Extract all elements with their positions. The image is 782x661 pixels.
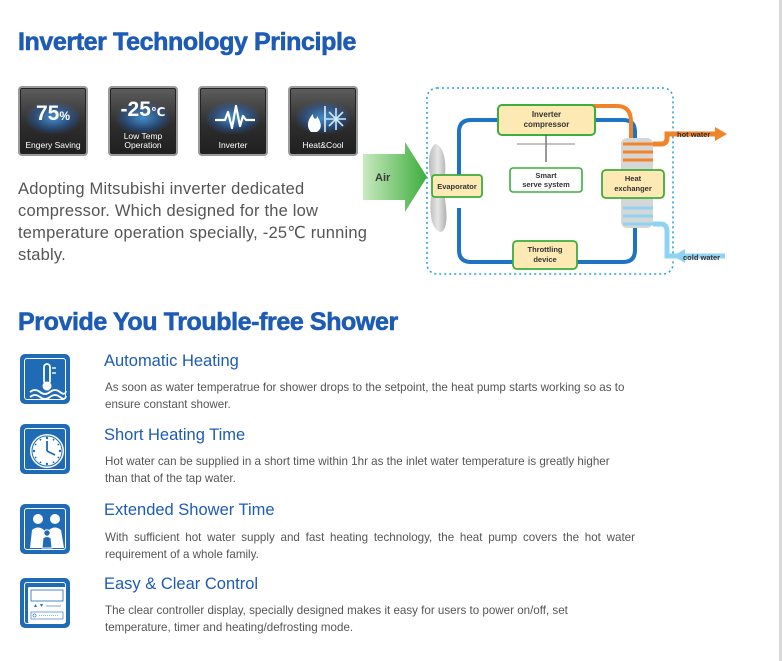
clock-icon [30,434,64,468]
hot-water-label: hot water [677,130,710,139]
cold-coil-lines [623,206,653,226]
water-temperature-icon [29,363,67,400]
feature-icon-extended-shower [20,504,70,554]
cold-water-arrowhead [673,249,685,263]
feature-icon-short-heating [20,424,70,474]
tile-glow [296,102,350,134]
throttling-label-2: device [533,255,556,264]
feature-text: As soon as water temperatrue for shower … [105,381,625,411]
heat-pump-diagram: Air Inverter compressor Smart serve syst… [363,87,727,275]
feature-text: Hot water can be supplied in a short tim… [105,455,610,485]
feature-title: Automatic Heating [104,352,239,370]
tile-low-temp: -25℃ Low Temp Operation [108,86,178,156]
feature-title: Short Heating Time [104,426,246,444]
smart-system-box [509,167,583,193]
smart-label-2: serve system [522,180,570,189]
air-arrow [363,142,427,212]
tile-glow [26,102,80,134]
throttling-box [512,240,578,270]
cold-water-label: cold water [683,253,720,262]
smart-label-1: Smart [535,171,557,180]
feature-text: The clear controller display, specially … [105,604,568,634]
waveform-icon [215,104,255,130]
tile-caption: Inverter [218,140,248,150]
family-icon [30,514,64,549]
tile-caption: Heat&Cool [302,140,344,150]
intro-paragraph: Adopting Mitsubishi inverter dedicated c… [18,180,368,264]
tile-energy-saving: 75% Engery Saving [18,86,88,156]
feature-title: Easy & Clear Control [104,575,259,593]
section-title-shower: Provide You Trouble-free Shower [18,308,399,337]
throttling-label-1: Throttling [528,245,563,254]
flame-snowflake-icon [307,106,346,132]
section-title-principle: Inverter Technology Principle [18,28,357,57]
hot-water-arrowhead [715,127,727,141]
air-label: Air [375,172,391,184]
exchanger-label-2: exchanger [614,184,652,193]
tile-value: -25℃ [120,98,166,121]
tile-caption: Engery Saving [25,140,81,150]
controller-icon [28,587,66,623]
compressor-label-2: compressor [524,120,570,129]
exchanger-box [601,169,665,199]
tile-inverter: Inverter [198,86,268,156]
tile-heat-cool: Heat&Cool [288,86,358,156]
tile-value: 75% [35,102,71,125]
cold-water-line [653,221,725,259]
page-right-border [779,0,782,661]
feature-icon-easy-control [20,578,70,628]
feature-text: With sufficient hot water supply and fas… [105,531,635,561]
evaporator-box [431,174,483,198]
hot-water-pipe [653,131,717,147]
tile-glow [116,102,170,134]
feature-title: Extended Shower Time [104,501,275,519]
exchanger-label-1: Heat [625,174,642,183]
tile-caption: Low Temp Operation [123,131,163,150]
evaporator-label: Evaporator [437,182,477,191]
compressor-label-1: Inverter [532,110,561,119]
diagram-frame [426,87,674,275]
feature-icon-automatic-heating [20,354,70,404]
hot-coil-lines [623,142,653,162]
